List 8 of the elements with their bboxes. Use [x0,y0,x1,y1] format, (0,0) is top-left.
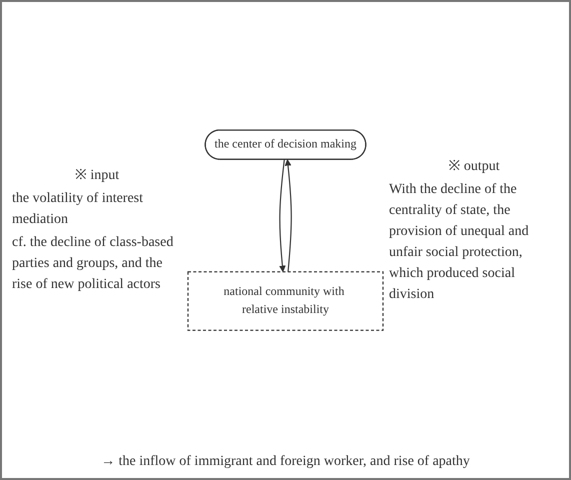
arrow [284,159,292,272]
arrow [279,159,286,272]
section-heading: ※ input [74,167,120,185]
node-box: national community with relative instability [187,271,384,331]
note-text: cf. the decline of class-based parties and groups, and the rise of new political actors [12,234,174,294]
note-text: → the inflow of immigrant and foreign worker, and rise of apathy [100,454,471,470]
note-text: With the decline of the centrality of state, the provision of unequal and unfair social protection, which produced social division [389,180,530,304]
section-heading: ※ output [447,158,501,176]
